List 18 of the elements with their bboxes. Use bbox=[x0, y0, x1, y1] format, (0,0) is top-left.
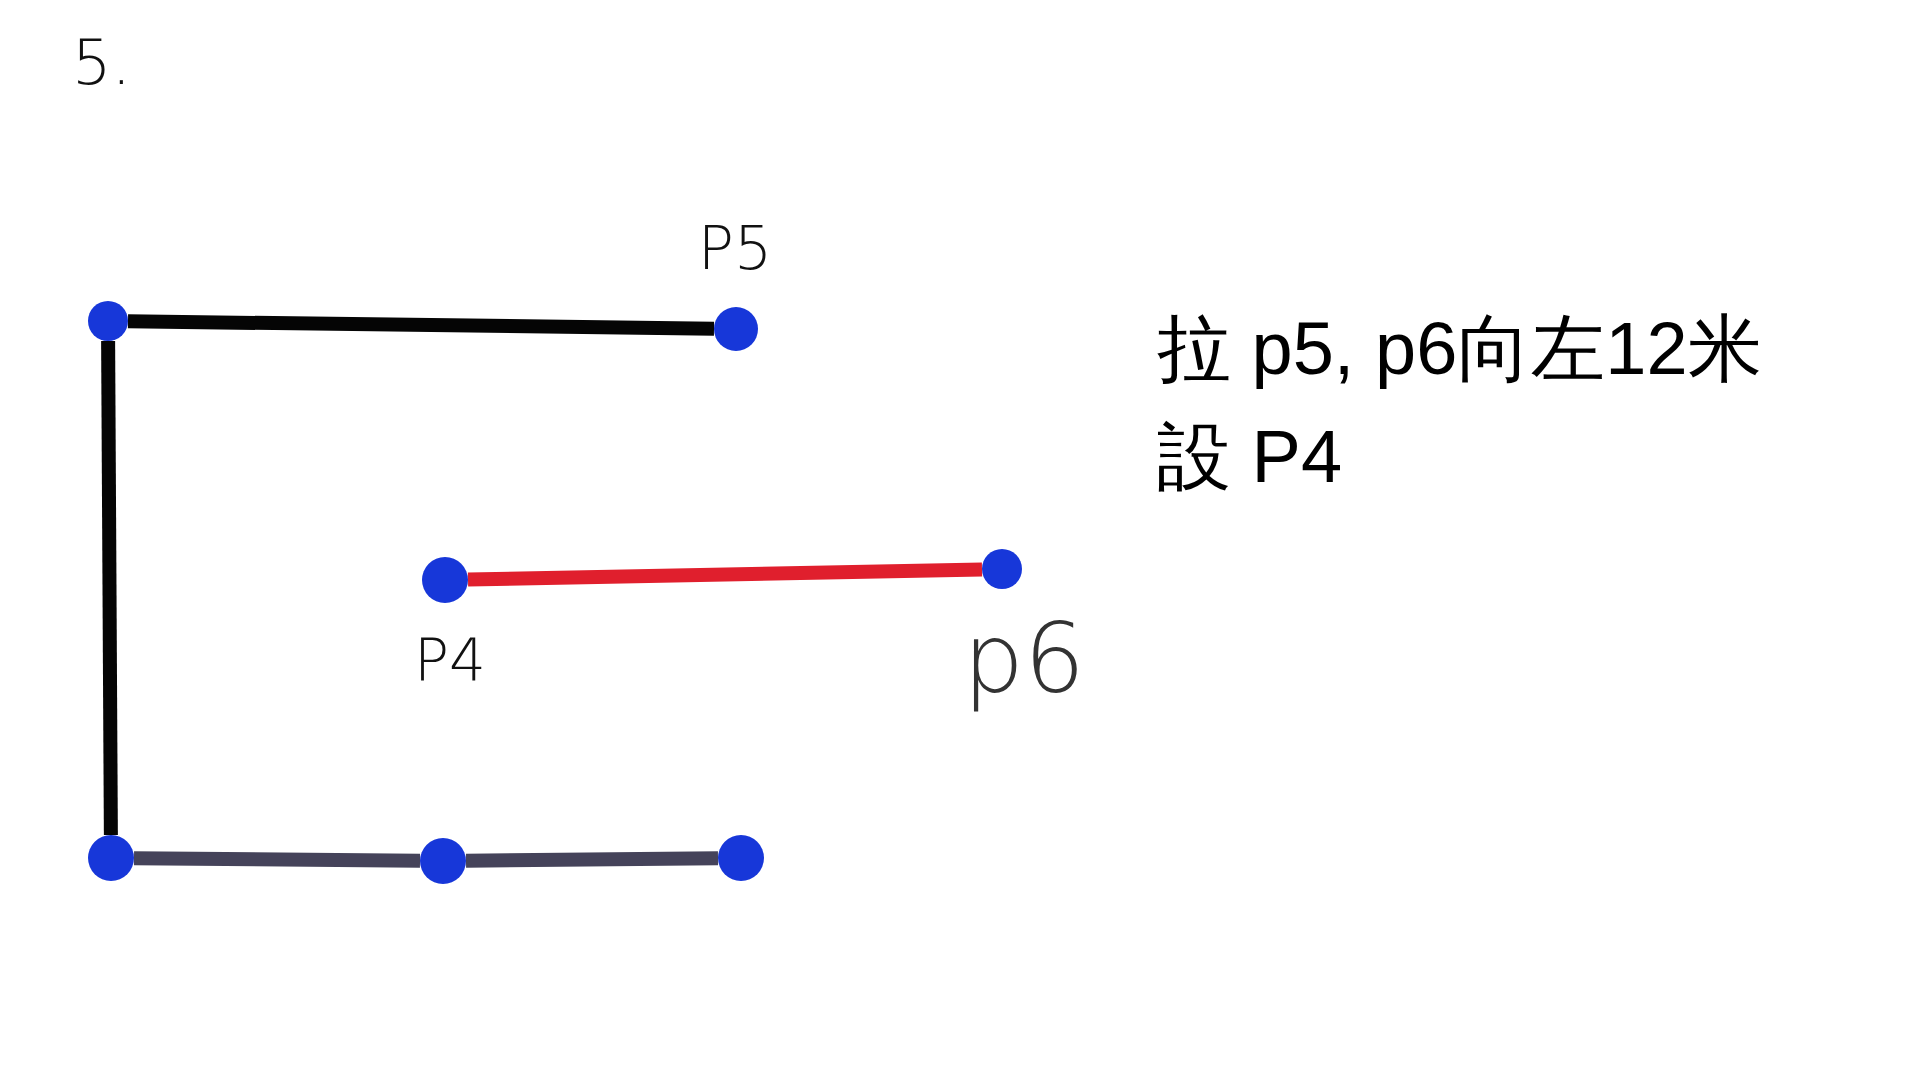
point-dot bbox=[982, 549, 1022, 589]
point-dot bbox=[422, 557, 468, 603]
line-segment bbox=[101, 340, 118, 836]
instruction-text: 設 P4 bbox=[1157, 414, 1343, 500]
line-segment bbox=[133, 851, 421, 868]
step-number: 5. bbox=[72, 26, 132, 101]
point-dot bbox=[718, 835, 764, 881]
line-segment bbox=[467, 562, 983, 587]
point-dot bbox=[88, 301, 128, 341]
point-dot bbox=[714, 307, 758, 351]
point-label: p6 bbox=[962, 602, 1086, 718]
point-dot bbox=[88, 835, 134, 881]
line-segment bbox=[127, 314, 715, 336]
point-label: P4 bbox=[413, 624, 487, 696]
point-label: P5 bbox=[696, 211, 774, 285]
instruction-text: 拉 p5, p6向左12米 bbox=[1157, 306, 1762, 392]
line-segment bbox=[465, 851, 719, 868]
point-dot bbox=[420, 838, 466, 884]
